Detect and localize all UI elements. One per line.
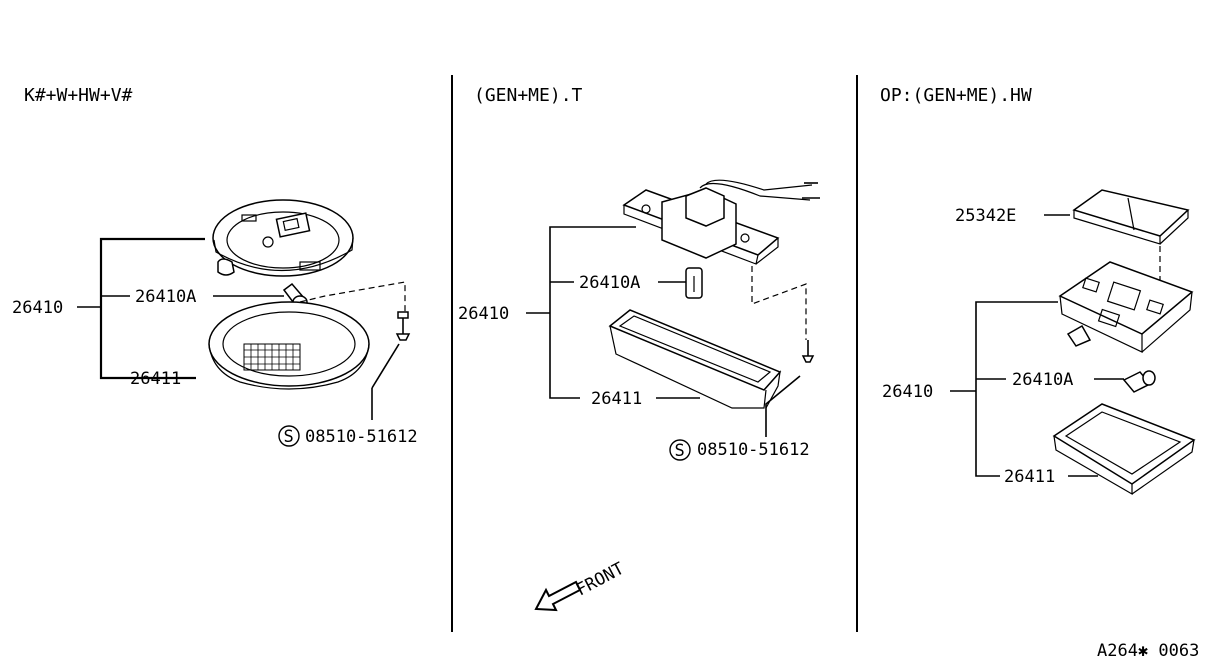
lens-rect-part: [608, 309, 782, 409]
assembly-label-2: 26410: [458, 304, 509, 324]
lens-label-2: 26411: [591, 389, 642, 409]
assembly-bracket-2: [549, 226, 636, 399]
screw-leader-1b: [371, 343, 400, 389]
section-1: K#+W+HW+V#: [12, 85, 418, 447]
bulb-part-3: [1122, 370, 1156, 393]
section-1-header: K#+W+HW+V#: [24, 85, 133, 106]
housing-square-part: [1058, 261, 1194, 353]
lens-label-3: 26411: [1004, 467, 1055, 487]
lens-grid-pattern: [243, 343, 301, 371]
screw-symbol-circle-2: [669, 439, 691, 461]
section-2: (GEN+ME).T: [458, 85, 820, 612]
screw-label-1: 08510-51612: [305, 427, 418, 447]
bulb-label-1: 26410A: [135, 287, 196, 307]
dashed-guide-2: [751, 266, 807, 340]
assembly-label-3: 26410: [882, 382, 933, 402]
screw-part-2: [801, 340, 815, 363]
section-3: OP:(GEN+ME).HW: [880, 85, 1196, 496]
front-label: FRONT: [573, 559, 628, 601]
dashed-guide-1: [299, 281, 406, 312]
figure-code: A264✱ 0063: [1097, 641, 1199, 661]
screw-label-2: 08510-51612: [697, 440, 810, 460]
screw-symbol-letter-2: S: [675, 441, 685, 461]
screw-symbol-letter-1: S: [284, 427, 294, 447]
section-2-header: (GEN+ME).T: [474, 85, 583, 106]
screw-symbol-circle-1: [278, 425, 300, 447]
lens-square-part: [1052, 403, 1196, 496]
lens-round-part: [208, 301, 370, 390]
screw-part-1: [395, 311, 411, 341]
housing-rect-part: [622, 179, 820, 265]
assembly-label-1: 26410: [12, 298, 63, 318]
bulb-part-2: [685, 267, 703, 299]
assembly-bracket-1: [99, 237, 205, 380]
assembly-bracket-3: [975, 301, 1058, 477]
housing-round-part: [212, 199, 354, 277]
cover-label: 25342E: [955, 206, 1016, 226]
bulb-label-3: 26410A: [1012, 370, 1073, 390]
front-arrow-icon: [534, 580, 582, 612]
bulb-label-2: 26410A: [579, 273, 640, 293]
section-3-header: OP:(GEN+ME).HW: [880, 85, 1032, 106]
screw-leader-2: [765, 375, 801, 437]
lens-label-1: 26411: [130, 369, 181, 389]
cover-part: [1072, 189, 1190, 245]
